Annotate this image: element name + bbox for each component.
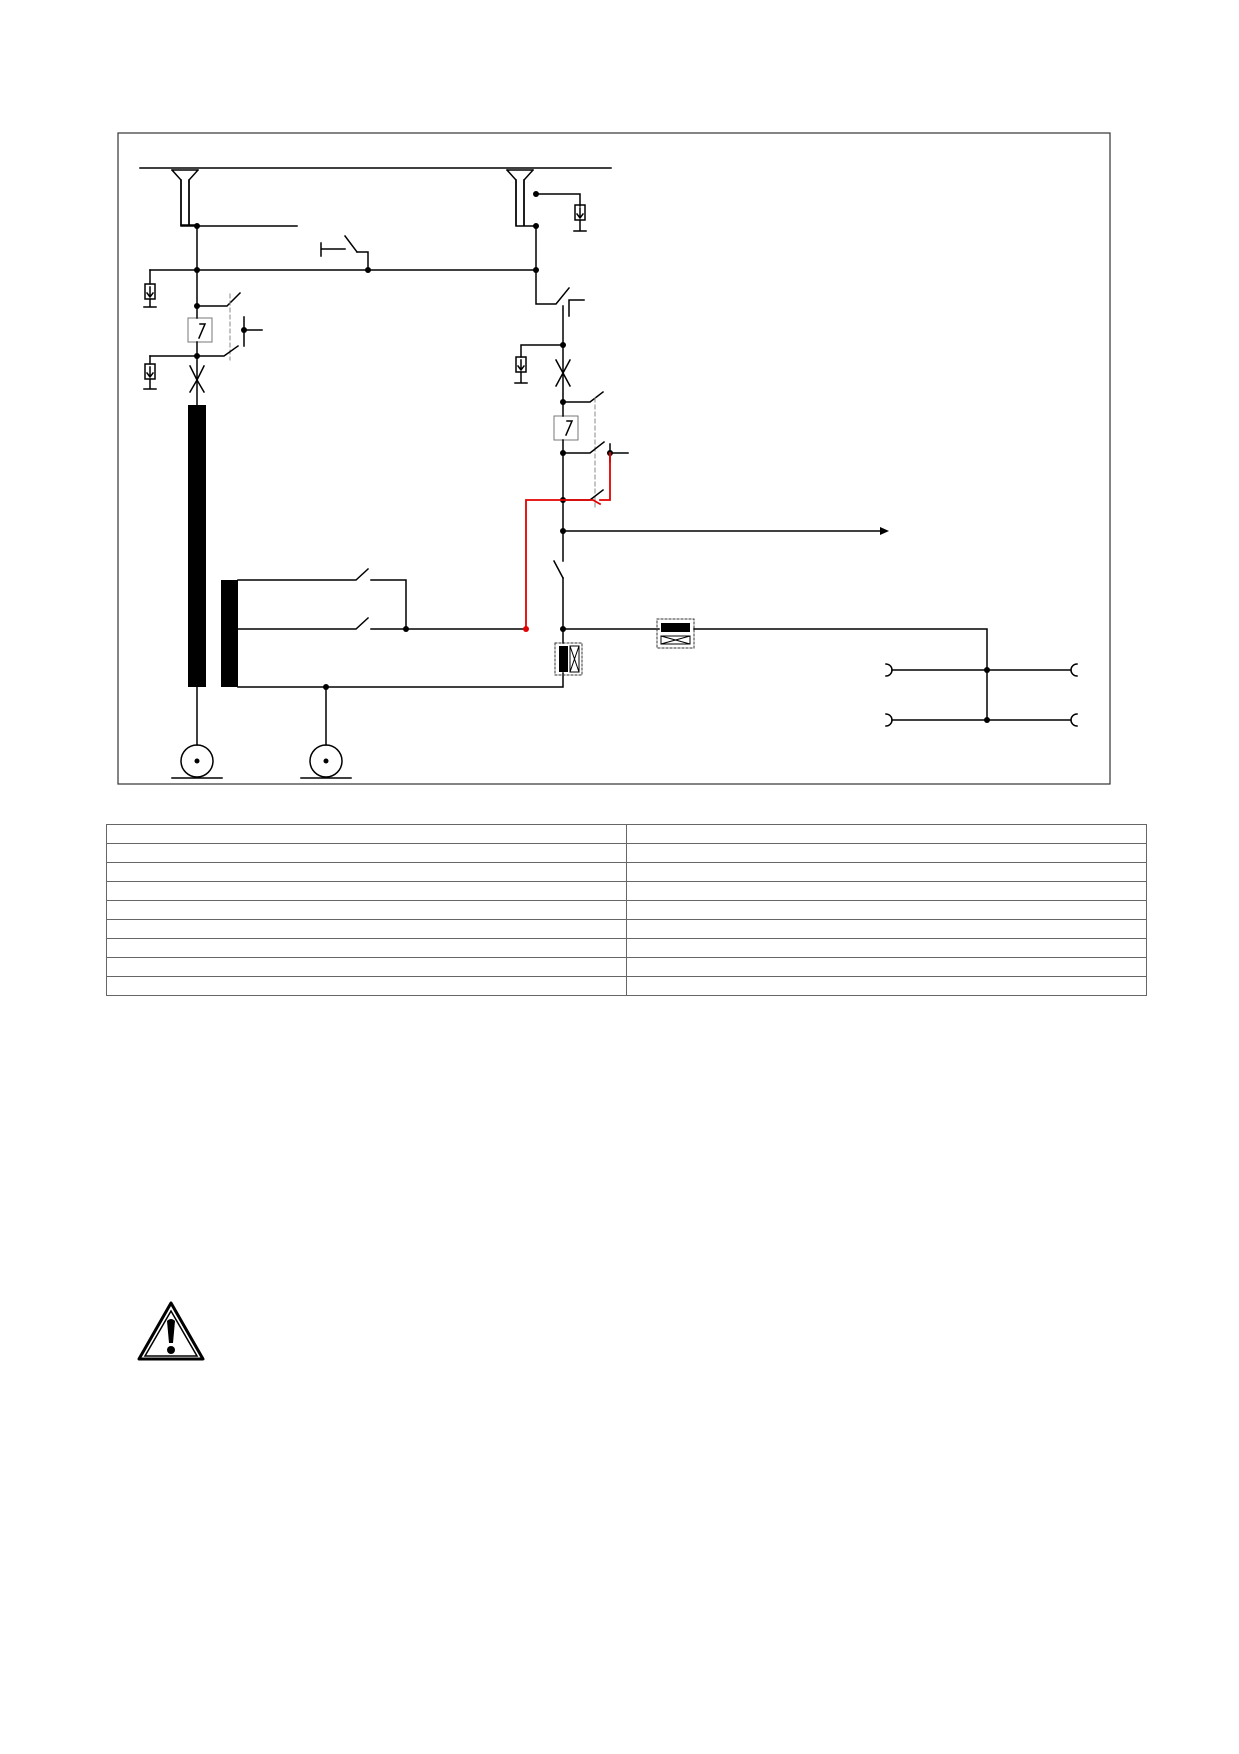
motor-left — [171, 744, 223, 779]
table-cell — [106, 862, 627, 882]
pantograph-left — [170, 168, 200, 226]
table-cell — [106, 919, 627, 939]
filter-unit — [554, 628, 583, 676]
connector-left — [188, 355, 206, 406]
table-cell — [626, 843, 1147, 863]
relay-right — [553, 401, 579, 454]
table-row — [106, 824, 1147, 844]
table-cell — [106, 824, 627, 844]
table-cell — [626, 919, 1147, 939]
motor-right — [300, 744, 352, 779]
table-row — [106, 976, 1147, 996]
surge-arrester-left-upper — [143, 269, 157, 308]
table-cell — [626, 957, 1147, 977]
output-couplers — [885, 663, 1078, 727]
pantograph-right — [505, 168, 535, 226]
table-cell — [626, 976, 1147, 996]
feeder-arrow-head — [880, 527, 889, 535]
primary-winding — [188, 405, 206, 687]
table-row — [106, 900, 1147, 920]
table-row — [106, 843, 1147, 863]
table-row — [106, 881, 1147, 901]
relay-left — [187, 305, 213, 357]
table-cell — [626, 862, 1147, 882]
connector-right — [554, 344, 572, 403]
table-cell — [626, 881, 1147, 901]
table-cell — [106, 843, 627, 863]
table-cell — [106, 900, 627, 920]
secondary-winding — [221, 580, 238, 687]
table-cell — [626, 824, 1147, 844]
surge-arrester-top — [573, 204, 587, 232]
line-filter — [656, 618, 695, 649]
surge-arrester-left-lower — [143, 355, 198, 390]
table-row — [106, 919, 1147, 939]
table-cell — [626, 938, 1147, 958]
circuit-schematic — [117, 132, 1111, 785]
table-row — [106, 938, 1147, 958]
diagram-frame — [117, 132, 1111, 785]
spec-table — [106, 824, 1147, 996]
table-cell — [106, 881, 627, 901]
interlock-path — [525, 452, 611, 630]
table-row — [106, 957, 1147, 977]
table-row — [106, 862, 1147, 882]
warning-triangle-icon — [137, 1301, 205, 1361]
table-cell — [106, 957, 627, 977]
table-cell — [106, 938, 627, 958]
table-cell — [106, 976, 627, 996]
table-cell — [626, 900, 1147, 920]
surge-arrester-right — [514, 344, 564, 384]
coupling-switch-top — [320, 234, 369, 271]
